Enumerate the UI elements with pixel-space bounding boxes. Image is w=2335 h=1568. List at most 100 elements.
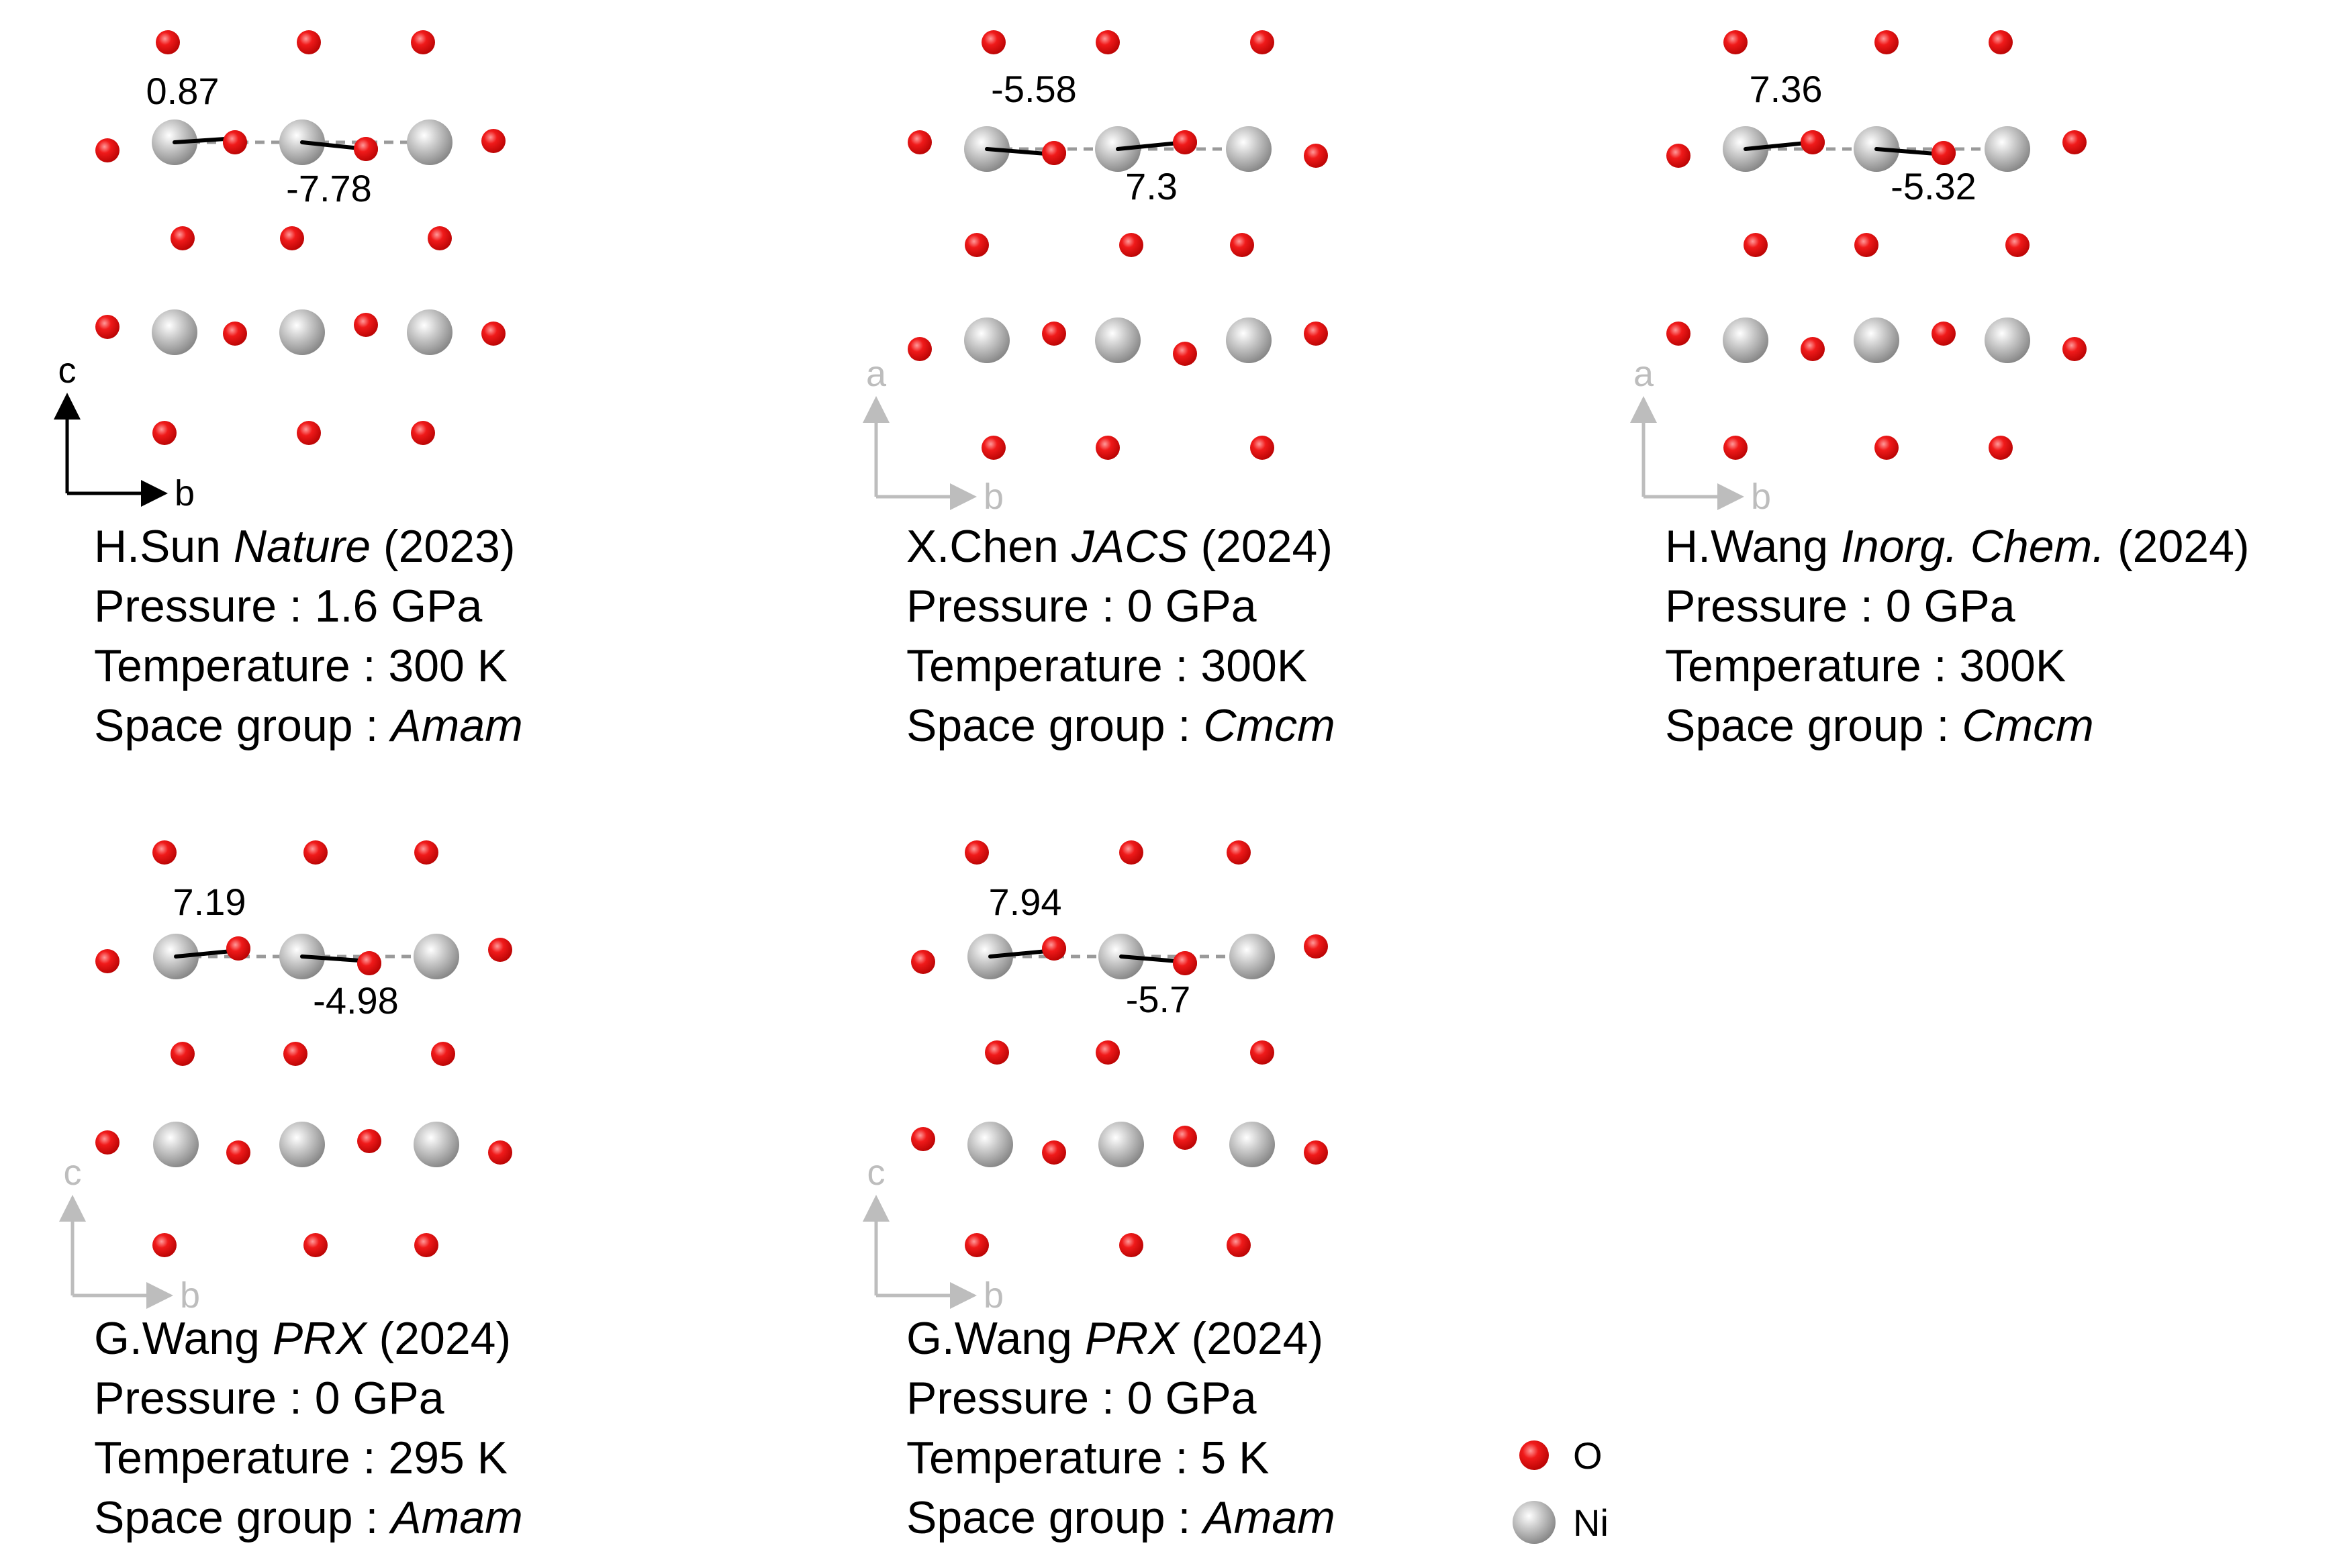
oxygen-atom	[411, 421, 435, 445]
oxygen-atom	[428, 226, 452, 250]
nickel-atom	[414, 934, 459, 979]
oxygen-atom	[1304, 1140, 1328, 1165]
oxygen-atom	[1173, 130, 1197, 154]
oxygen-atom	[1744, 233, 1768, 257]
oxygen-atom	[1096, 436, 1120, 460]
reference-line-text: H.Wang Inorg. Chem. (2024)	[1665, 517, 2250, 577]
nickel-atom	[967, 1122, 1013, 1167]
oxygen-atom	[357, 1129, 381, 1153]
oxygen-atom	[297, 30, 321, 54]
space-group-line: Space group : Cmcm	[906, 696, 1335, 756]
space-group-label: Space group :	[906, 1492, 1204, 1543]
oxygen-atom	[303, 840, 328, 865]
oxygen-atom	[223, 322, 247, 346]
nickel-atom	[152, 309, 197, 355]
tilt-angle-left: 0.87	[146, 70, 220, 112]
oxygen-atom	[1932, 322, 1956, 346]
oxygen-atom	[982, 30, 1006, 54]
oxygen-atom	[1854, 233, 1878, 257]
nickel-atom	[279, 1122, 325, 1167]
oxygen-atom	[1874, 30, 1899, 54]
pressure-line: Pressure : 1.6 GPa	[94, 577, 523, 636]
axis-indicator: cb	[54, 350, 195, 513]
nickel-atom	[407, 119, 452, 165]
oxygen-atom	[488, 938, 512, 962]
reference-line-text: G.Wang PRX (2024)	[94, 1309, 523, 1369]
oxygen-atom	[481, 322, 506, 346]
atom-legend: ONi	[1513, 1434, 1609, 1544]
space-group-value: Amam	[1203, 1492, 1335, 1543]
pressure-line: Pressure : 0 GPa	[1665, 577, 2250, 636]
oxygen-atom	[95, 949, 120, 973]
caption-panel-2: X.Chen JACS (2024) Pressure : 0 GPa Temp…	[906, 517, 1335, 756]
oxygen-atom	[280, 226, 304, 250]
oxygen-atom	[1666, 144, 1690, 168]
oxygen-atom	[1874, 436, 1899, 460]
temperature-label: Temperature :	[906, 640, 1201, 691]
journal: PRX	[272, 1313, 367, 1364]
axis-label-vertical: c	[64, 1153, 82, 1193]
axis-indicator: cb	[863, 1153, 1004, 1316]
caption-panel-5: G.Wang PRX (2024) Pressure : 0 GPa Tempe…	[906, 1309, 1335, 1548]
nickel-atom	[1226, 317, 1272, 363]
temperature-line: Temperature : 5 K	[906, 1428, 1335, 1488]
pressure-line: Pressure : 0 GPa	[94, 1369, 523, 1428]
year: (2024)	[1200, 521, 1333, 572]
space-group-value: Cmcm	[1962, 700, 2094, 751]
pressure-label: Pressure :	[1665, 581, 1886, 632]
panel-2: -5.587.3ab	[863, 30, 1328, 517]
oxygen-atom	[431, 1042, 455, 1066]
nickel-atom	[964, 317, 1010, 363]
legend-nickel-swatch	[1513, 1501, 1556, 1544]
space-group-line: Space group : Amam	[94, 696, 523, 756]
space-group-label: Space group :	[94, 700, 391, 751]
pressure-label: Pressure :	[906, 1373, 1127, 1424]
oxygen-atom	[171, 226, 195, 250]
space-group-value: Amam	[391, 1492, 523, 1543]
oxygen-atom	[1801, 337, 1825, 361]
pressure-label: Pressure :	[94, 581, 315, 632]
oxygen-atom	[152, 421, 177, 445]
oxygen-atom	[1801, 130, 1825, 154]
year: (2024)	[379, 1313, 512, 1364]
temperature-line: Temperature : 300K	[906, 636, 1335, 696]
oxygen-atom	[414, 1233, 438, 1257]
oxygen-atom	[965, 233, 989, 257]
author: H.Sun	[94, 521, 221, 572]
pressure-value: 0 GPa	[314, 1373, 444, 1424]
pressure-value: 1.6 GPa	[314, 581, 483, 632]
oxygen-atom	[2062, 130, 2087, 154]
nickel-atom	[1095, 317, 1141, 363]
temperature-label: Temperature :	[94, 1432, 389, 1483]
oxygen-atom	[411, 30, 435, 54]
temperature-line: Temperature : 300 K	[94, 636, 523, 696]
temperature-label: Temperature :	[906, 1432, 1201, 1483]
panel-5: 7.94-5.7cb	[863, 840, 1328, 1316]
space-group-label: Space group :	[1665, 700, 1962, 751]
oxygen-atom	[965, 840, 989, 865]
tilt-angle-right: -4.98	[313, 979, 399, 1022]
tilt-angle-left: 7.19	[173, 881, 246, 923]
space-group-value: Cmcm	[1203, 700, 1335, 751]
caption-panel-4: G.Wang PRX (2024) Pressure : 0 GPa Tempe…	[94, 1309, 523, 1548]
oxygen-atom	[908, 130, 932, 154]
temperature-label: Temperature :	[94, 640, 389, 691]
oxygen-atom	[1250, 30, 1274, 54]
author: G.Wang	[94, 1313, 260, 1364]
axis-label-horizontal: b	[984, 1275, 1004, 1316]
journal: Inorg. Chem.	[1841, 521, 2105, 572]
pressure-value: 0 GPa	[1127, 1373, 1257, 1424]
reference-line-text: G.Wang PRX (2024)	[906, 1309, 1335, 1369]
oxygen-atom	[1173, 1126, 1197, 1150]
oxygen-atom	[1230, 233, 1254, 257]
oxygen-atom	[297, 421, 321, 445]
oxygen-atom	[283, 1042, 307, 1066]
oxygen-atom	[171, 1042, 195, 1066]
oxygen-atom	[354, 137, 378, 161]
oxygen-atom	[488, 1140, 512, 1165]
temperature-value: 300K	[1200, 640, 1308, 691]
axis-indicator: ab	[863, 354, 1004, 517]
